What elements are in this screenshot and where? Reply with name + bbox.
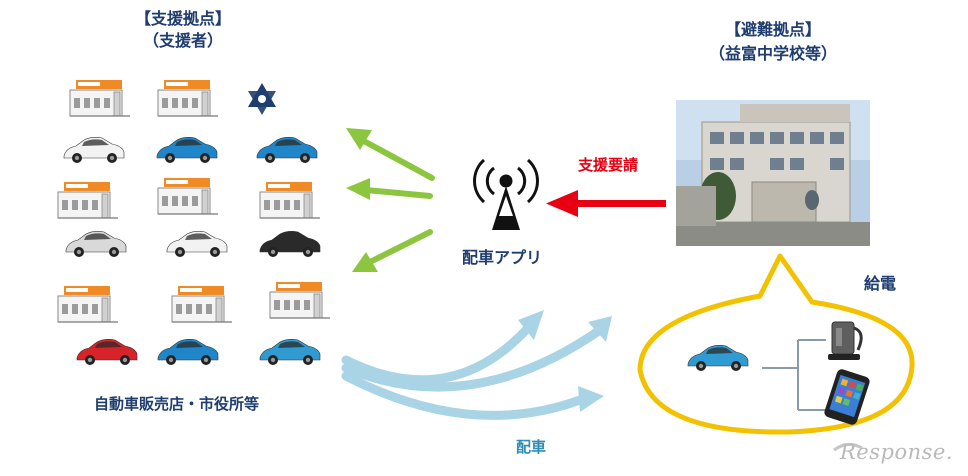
power-wiring — [762, 339, 826, 411]
support-base-title: 【支援拠点】 （支援者） — [108, 8, 258, 52]
car-icon — [76, 338, 138, 366]
support-request-arrow — [546, 190, 666, 217]
dealer-building-icon — [269, 281, 331, 319]
kettle-icon — [828, 321, 863, 360]
car-icon — [256, 136, 318, 164]
power-supply-label: 給電 — [864, 274, 897, 293]
green-request-arrows — [346, 128, 435, 272]
car-icon — [259, 230, 321, 258]
evacuation-base-title: 【避難拠点】 （益富中学校等） — [676, 18, 870, 66]
evacuation-base-title-line2: （益富中学校等） — [708, 44, 837, 63]
dispatch-arrows — [341, 323, 605, 420]
dispatch-label: 配車 — [516, 438, 547, 456]
car-icon — [259, 338, 321, 366]
support-request-label: 支援要請 — [578, 156, 639, 174]
dispatch-arrow-heads — [518, 310, 612, 412]
response-watermark: Response. — [840, 440, 954, 464]
school-photo — [676, 100, 870, 246]
support-base-title-line2: （支援者） — [142, 31, 223, 50]
supporters-footer-label: 自動車販売店・市役所等 — [94, 395, 260, 413]
dealer-building-icon — [57, 181, 119, 219]
dealer-building-icon — [57, 285, 119, 323]
dealer-building-icon — [157, 177, 219, 215]
city-emblem-icon — [248, 83, 276, 115]
dealer-building-icon — [157, 79, 219, 117]
dealer-building-icon — [259, 181, 321, 219]
dispatch-app-label: 配車アプリ — [462, 248, 543, 267]
evacuation-base-title-line1: 【避難拠点】 — [724, 20, 821, 39]
car-icon — [157, 338, 219, 366]
car-icon — [156, 136, 218, 164]
car-icon — [65, 230, 127, 258]
car-icon — [63, 136, 125, 164]
signal-tower-icon — [473, 158, 539, 230]
watermark-swoosh — [833, 443, 863, 452]
car-icon — [166, 230, 228, 258]
dealer-building-icon — [171, 285, 233, 323]
dealer-building-icon — [69, 79, 131, 117]
support-base-title-line1: 【支援拠点】 — [134, 9, 231, 28]
smartphone-icon — [824, 369, 870, 425]
